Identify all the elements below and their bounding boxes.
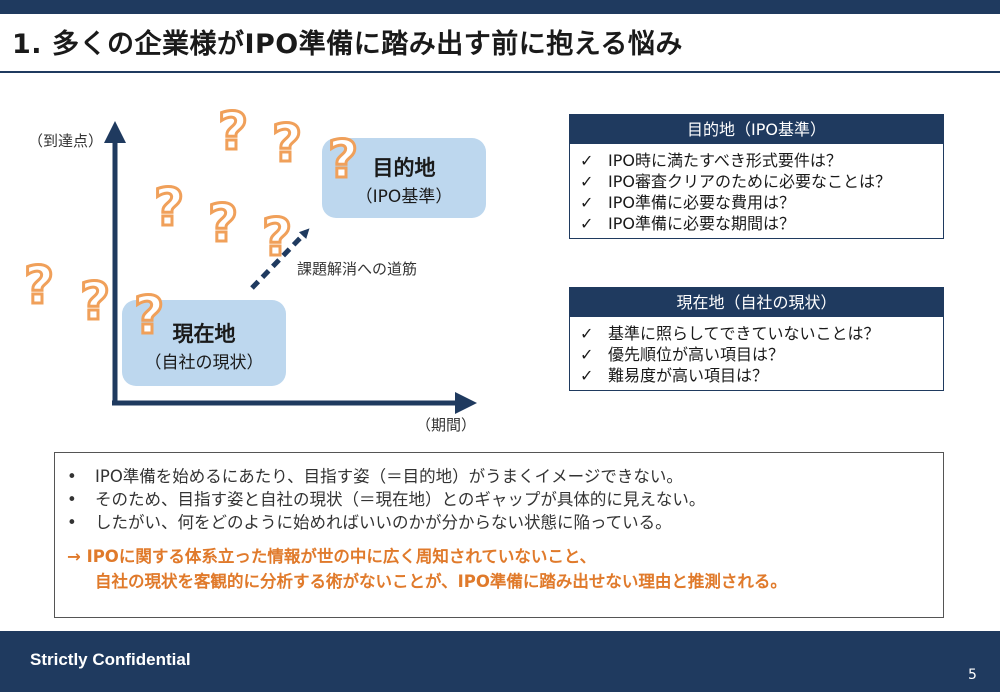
summary-box: •IPO準備を始めるにあたり、目指す姿（＝目的地）がうまくイメージできない。 •… — [54, 452, 944, 618]
list-item: ✓IPO準備に必要な費用は？ — [580, 193, 795, 212]
question-mark-icon: ? — [216, 102, 249, 162]
goal-box-sub: （IPO基準） — [355, 187, 453, 207]
list-item: ✓IPO時に満たすべき形式要件は？ — [580, 151, 842, 170]
top-bar — [0, 0, 1000, 14]
roadmap-diagram: （到達点） （期間） 目的地 （IPO基準） 現在地 （自社の現状） 課題解消へ… — [0, 90, 540, 450]
check-icon: ✓ — [580, 324, 594, 343]
question-mark-icon: ? — [22, 256, 55, 316]
current-box: 現在地 （自社の現状） — [122, 300, 286, 386]
x-axis-label: （期間） — [416, 416, 477, 434]
list-item: ✓基準に照らしてできていないことは？ — [580, 324, 880, 343]
current-box-sub: （自社の現状） — [144, 353, 264, 373]
confidential-label: Strictly Confidential — [30, 650, 191, 669]
title-divider — [0, 71, 1000, 73]
summary-bullet: •そのため、目指す姿と自社の現状（＝現在地）とのギャップが具体的に見えない。 — [67, 490, 706, 509]
check-icon: ✓ — [580, 214, 594, 233]
list-item: ✓難易度が高い項目は？ — [580, 366, 769, 385]
bullet-icon: • — [67, 490, 77, 509]
check-icon: ✓ — [580, 193, 594, 212]
question-mark-icon: ? — [206, 194, 239, 254]
path-label: 課題解消への道筋 — [297, 260, 418, 278]
conclusion: → IPOに関する体系立った情報が世の中に広く周知されていないこと、 自社の現状… — [67, 544, 943, 594]
question-mark-icon: ? — [270, 114, 303, 174]
page-number: 5 — [968, 667, 977, 683]
summary-bullet: •IPO準備を始めるにあたり、目指す姿（＝目的地）がうまくイメージできない。 — [67, 467, 683, 486]
check-icon: ✓ — [580, 151, 594, 170]
question-mark-icon: ? — [78, 272, 111, 332]
bullet-icon: • — [67, 513, 77, 532]
bullet-icon: • — [67, 467, 77, 486]
conclusion-line-2: 自社の現状を客観的に分析する術がないことが、IPO準備に踏み出せない理由と推測さ… — [95, 572, 787, 591]
list-item: ✓IPO準備に必要な期間は？ — [580, 214, 795, 233]
list-item: ✓IPO審査クリアのために必要なことは？ — [580, 172, 891, 191]
goal-box-title: 目的地 — [372, 156, 436, 180]
check-icon: ✓ — [580, 345, 594, 364]
current-panel-title: 現在地（自社の現状） — [570, 288, 943, 317]
question-mark-icon: ? — [326, 130, 359, 190]
question-mark-icon: ? — [260, 208, 293, 268]
question-mark-icon: ? — [132, 286, 165, 346]
summary-bullet: •したがい、何をどのように始めればいいのかが分からない状態に陥っている。 — [67, 513, 672, 532]
question-mark-icon: ? — [152, 178, 185, 238]
current-questions-panel: 現在地（自社の現状） ✓基準に照らしてできていないことは？ ✓優先順位が高い項目… — [569, 287, 944, 391]
goal-panel-title: 目的地（IPO基準） — [570, 115, 943, 144]
check-icon: ✓ — [580, 172, 594, 191]
check-icon: ✓ — [580, 366, 594, 385]
goal-questions-panel: 目的地（IPO基準） ✓IPO時に満たすべき形式要件は？ ✓IPO審査クリアのた… — [569, 114, 944, 239]
footer-bar: Strictly Confidential 5 — [0, 631, 1000, 692]
page-title: 1. 多くの企業様がIPO準備に踏み出す前に抱える悩み — [12, 29, 683, 60]
conclusion-line-1: → IPOに関する体系立った情報が世の中に広く周知されていないこと、 — [67, 547, 597, 566]
list-item: ✓優先順位が高い項目は？ — [580, 345, 785, 364]
goal-box: 目的地 （IPO基準） — [322, 138, 486, 218]
axes-graphic — [104, 121, 477, 414]
current-box-title: 現在地 — [172, 322, 236, 346]
y-axis-label: （到達点） — [28, 132, 104, 150]
path-arrow — [250, 228, 310, 290]
